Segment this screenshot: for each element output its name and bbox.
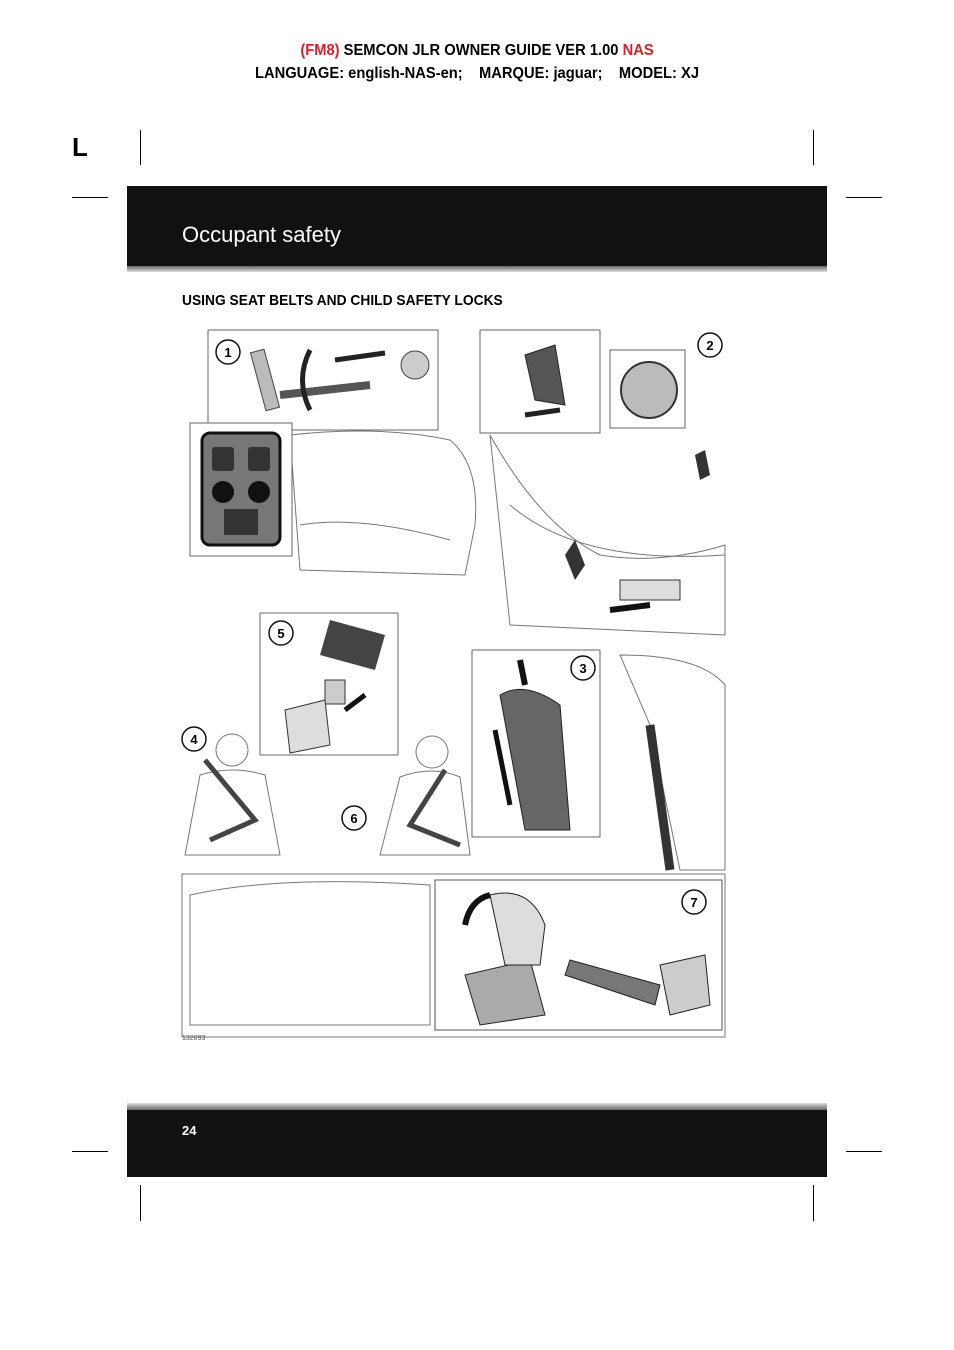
crop-mark — [846, 197, 882, 198]
inset-7-outer-frame — [181, 873, 726, 1038]
buckle-tongue-webbing — [320, 620, 385, 670]
lower-anchor — [565, 540, 585, 580]
b-pillar-drawing — [619, 654, 726, 871]
arrow-rotate — [300, 348, 313, 412]
belt-tongue-stowed — [659, 954, 711, 1016]
buckle-tongue — [324, 679, 346, 705]
callout-7: 7 — [690, 895, 697, 910]
arrow-connect — [609, 602, 651, 613]
pregnant-belt — [406, 768, 461, 848]
arrow-slide — [492, 729, 513, 806]
crop-mark — [72, 1151, 108, 1152]
chapter-title: Occupant safety — [182, 222, 341, 247]
seat-belt-illustration: 1 2 3 4 5 6 7 132093 — [181, 329, 726, 1040]
chapter-band-shadow — [127, 266, 827, 272]
on-button — [212, 481, 234, 503]
adult-body — [184, 769, 281, 856]
document-header: (FM8) SEMCON JLR OWNER GUIDE VER 1.00 NA… — [38, 42, 916, 60]
arrow-open — [462, 892, 491, 926]
pregnant-head — [415, 735, 449, 769]
page-number: 24 — [182, 1123, 197, 1138]
footer-band — [127, 1110, 827, 1177]
header-metadata: LANGUAGE: english-NAS-en; MARQUE: jaguar… — [254, 65, 700, 82]
arrow-insert — [334, 350, 386, 363]
callout-2: 2 — [706, 338, 713, 353]
callout-group: 1 2 3 4 5 6 7 — [181, 332, 723, 915]
cabin-interior-drawing — [189, 881, 431, 1026]
header-suffix: NAS — [622, 42, 654, 59]
pillar-belt-webbing — [645, 724, 675, 871]
crop-mark — [72, 197, 108, 198]
section-heading: USING SEAT BELTS AND CHILD SAFETY LOCKS — [182, 292, 503, 309]
chapter-band — [127, 186, 827, 266]
callout-1: 1 — [224, 345, 231, 360]
off-button — [248, 481, 270, 503]
header-title: SEMCON JLR OWNER GUIDE VER 1.00 — [343, 42, 619, 59]
arrow-press — [517, 659, 528, 686]
lock-cylinder — [400, 350, 430, 380]
side-marker: L — [72, 132, 88, 162]
rear-seat-drawing — [489, 434, 726, 636]
isofix-connector — [619, 579, 681, 601]
crop-mark — [813, 130, 814, 165]
figure-reference: 132093 — [182, 1035, 205, 1040]
child-unlock-icon — [212, 447, 234, 471]
pocket-lid — [489, 892, 546, 966]
arrow-fasten — [343, 693, 367, 712]
adult-head — [215, 733, 249, 767]
callout-4: 4 — [190, 732, 198, 747]
crop-mark — [846, 1151, 882, 1152]
arrow-isofix — [524, 407, 561, 418]
callout-5: 5 — [277, 626, 284, 641]
crop-mark — [140, 130, 141, 165]
isofix-anchor — [524, 344, 566, 406]
upper-anchor — [695, 450, 710, 480]
inset-1-frame — [207, 329, 439, 431]
child-seat-symbol — [620, 361, 678, 419]
crop-mark — [813, 1185, 814, 1221]
belt-webbing-stowed — [564, 959, 661, 1006]
callout-6: 6 — [350, 811, 357, 826]
child-lock-icon — [248, 447, 270, 471]
header-prefix: (FM8) — [300, 42, 340, 59]
lap-shoulder-belt — [203, 758, 260, 843]
handbook-icon — [224, 509, 258, 535]
rear-door-drawing — [289, 430, 477, 576]
height-adjuster — [499, 688, 571, 831]
key-drawing — [249, 348, 281, 412]
callout-3: 3 — [579, 661, 586, 676]
door-trim-line — [299, 521, 451, 541]
buckle-receiver — [284, 699, 331, 754]
footer-band-shadow — [127, 1103, 827, 1110]
crop-mark — [140, 1185, 141, 1221]
